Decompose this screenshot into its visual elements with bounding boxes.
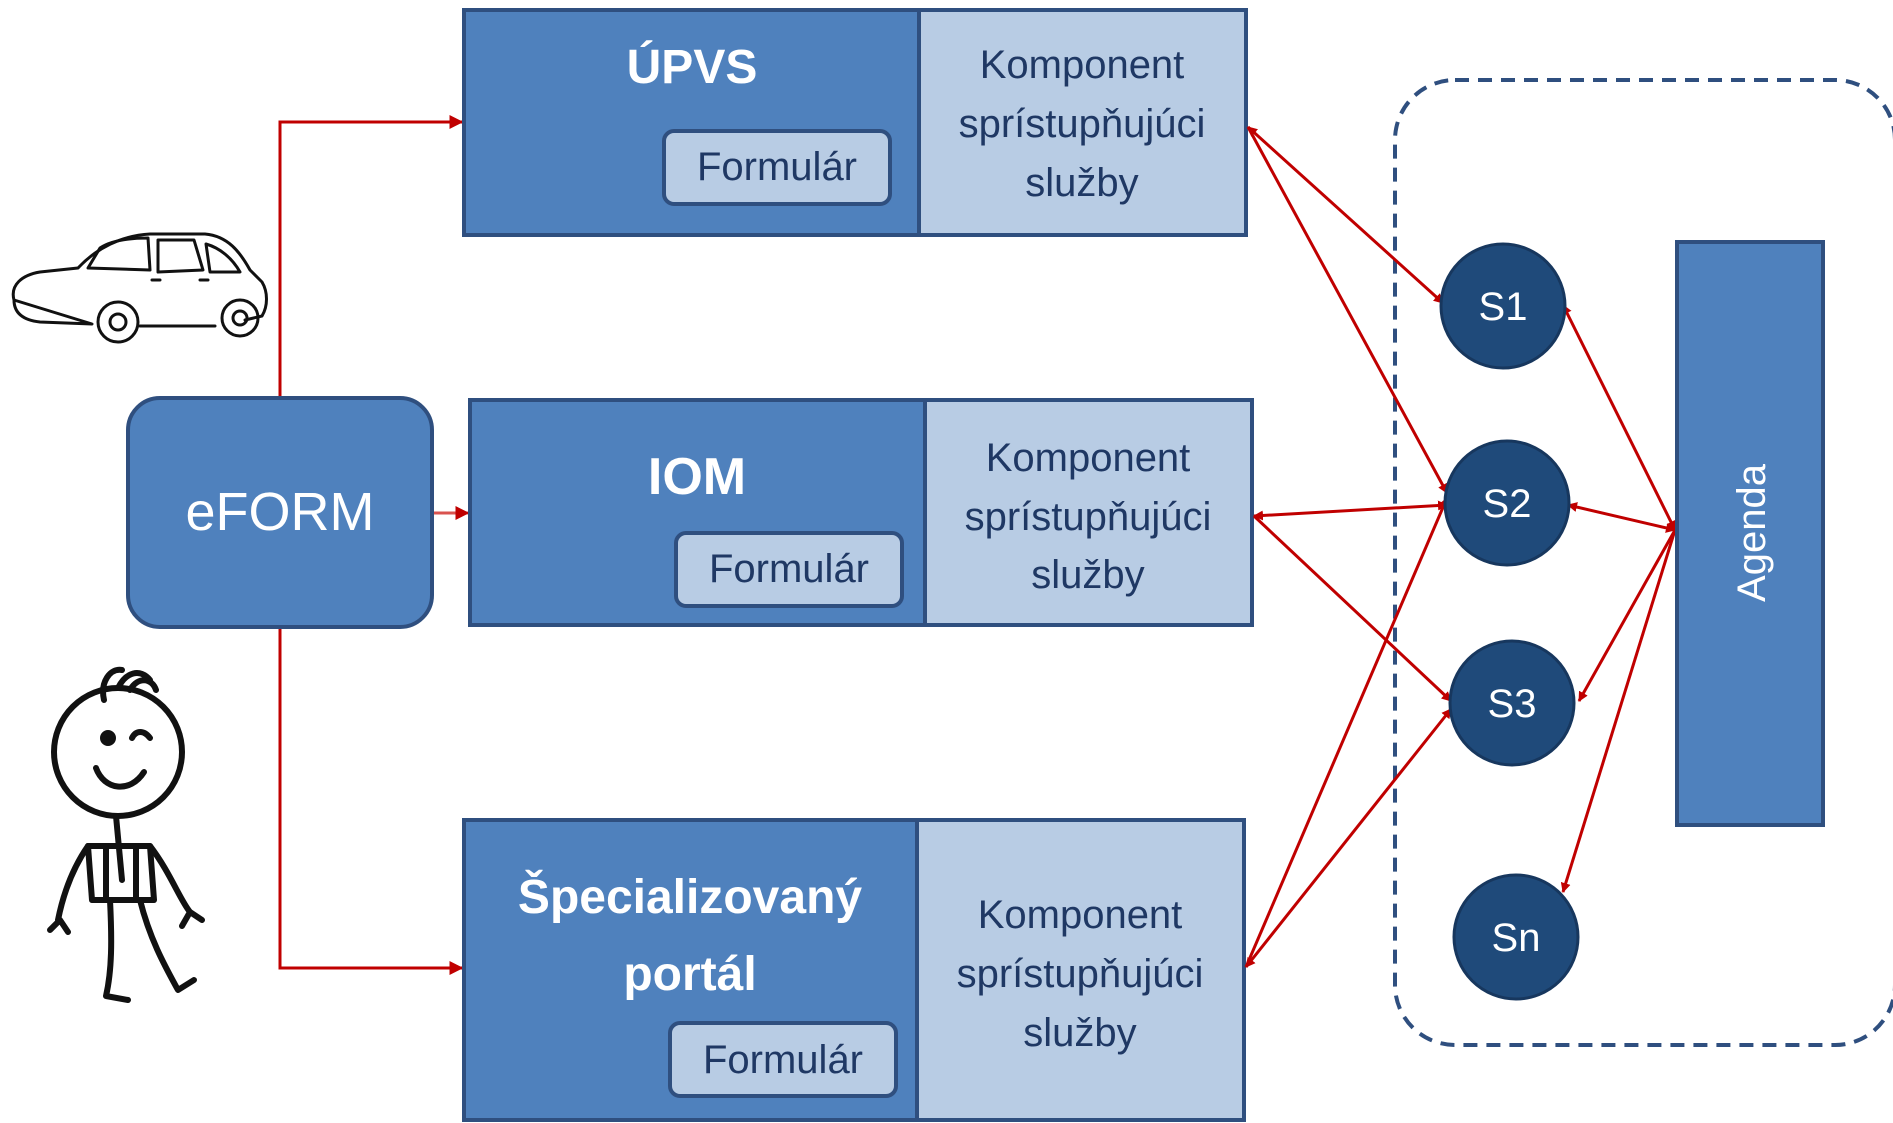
agenda-box[interactable] <box>1675 240 1825 827</box>
eform-connectors <box>278 115 470 975</box>
system-iom-form-button[interactable] <box>674 531 904 608</box>
system-portal-component-box <box>915 818 1246 1122</box>
eform-label: eFORM <box>186 482 375 542</box>
system-upvs-title: ÚPVS <box>627 39 758 94</box>
service-s2[interactable]: S2 <box>1443 439 1571 567</box>
eform-box[interactable] <box>126 396 434 629</box>
agenda-label: Agenda <box>1730 463 1774 602</box>
service-s2-label: S2 <box>1483 482 1532 526</box>
car-icon <box>11 232 268 344</box>
service-sn[interactable]: Sn <box>1452 873 1580 1001</box>
system-iom: IOM Formulár Komponent sprístupňujúci sl… <box>468 398 1254 627</box>
system-portal-title-line-2: portál <box>623 948 756 1001</box>
system-iom-component-box <box>923 398 1254 627</box>
system-portal-component-line-1: Komponent <box>978 893 1183 937</box>
system-iom-component-line-1: Komponent <box>986 436 1191 480</box>
system-portal-component-line-2: sprístupňujúci <box>957 952 1204 996</box>
service-s3[interactable]: S3 <box>1448 639 1576 767</box>
service-s1[interactable]: S1 <box>1439 242 1567 370</box>
system-upvs-form-label: Formulár <box>697 145 857 189</box>
system-upvs-component-line-2: sprístupňujúci <box>959 102 1206 146</box>
system-portal-form-label: Formulár <box>703 1038 863 1082</box>
system-upvs-component-line-3: služby <box>1025 161 1138 205</box>
system-portal-form-button[interactable] <box>668 1021 898 1098</box>
system-iom-form-label: Formulár <box>709 547 869 591</box>
system-portal: Špecializovaný portál Formulár Komponent… <box>462 818 1246 1122</box>
system-portal-component-line-3: služby <box>1023 1011 1136 1055</box>
service-connectors <box>1244 125 1677 968</box>
service-sn-label: Sn <box>1492 916 1541 960</box>
agenda-region <box>1393 78 1893 1047</box>
service-s3-label: S3 <box>1488 682 1537 726</box>
stick-figure-icon <box>47 666 205 1003</box>
system-iom-title: IOM <box>648 448 746 506</box>
system-iom-component-line-2: sprístupňujúci <box>965 495 1212 539</box>
system-iom-component-line-3: služby <box>1031 553 1144 597</box>
system-upvs-form-button[interactable] <box>662 129 892 206</box>
system-upvs: ÚPVS Formulár Komponent sprístupňujúci s… <box>462 8 1248 237</box>
system-upvs-component-line-1: Komponent <box>980 43 1185 87</box>
system-upvs-component-box <box>917 8 1248 237</box>
system-portal-title-line-1: Špecializovaný <box>518 869 862 924</box>
service-s1-label: S1 <box>1479 285 1528 329</box>
